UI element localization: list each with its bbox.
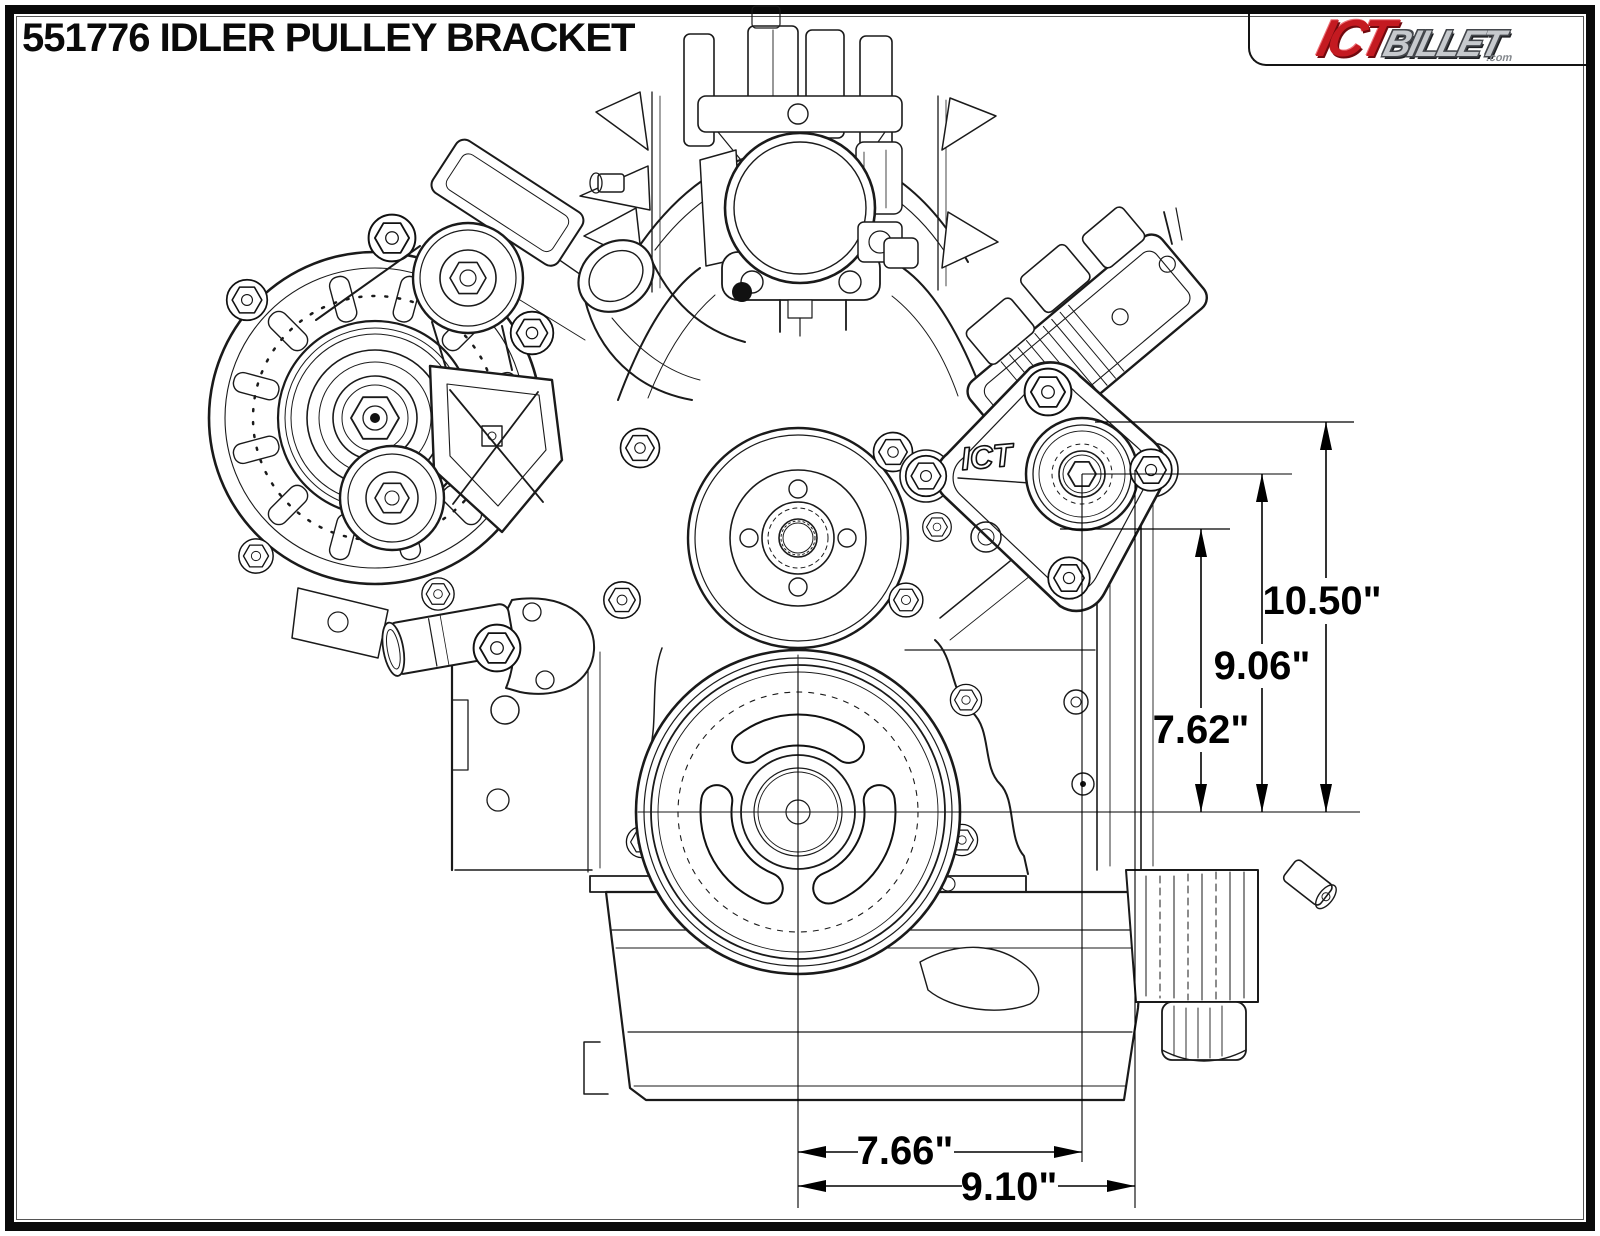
belt-tensioner xyxy=(315,221,564,552)
fan-blade xyxy=(595,91,649,151)
fan-shaft xyxy=(589,172,603,194)
ignition-coil xyxy=(1081,206,1146,269)
ignition-coil xyxy=(1019,243,1091,314)
throttle-bore xyxy=(723,131,877,285)
belt-run xyxy=(315,245,421,321)
dim-label-10-50: 10.50" xyxy=(1262,579,1381,623)
dimension-annotations: 10.50" 9.06" 7.62" 7.66" 9.10" xyxy=(797,421,1382,1209)
dim-label-7-62: 7.62" xyxy=(1153,708,1250,752)
coolant-pipe xyxy=(577,239,746,401)
title-block-logo-cell: ICT BILLET .com xyxy=(1248,10,1586,68)
dim-label-9-10: 9.10" xyxy=(961,1165,1058,1209)
fan-blade xyxy=(941,97,997,151)
idler-pulley-bracket: ICT xyxy=(899,361,1179,613)
oil-filter-housing xyxy=(1125,869,1259,1003)
water-inlet-housing xyxy=(381,597,596,695)
water-pump-pulley xyxy=(686,426,910,654)
oil-filter xyxy=(1161,1001,1247,1061)
throttle-body xyxy=(699,131,919,337)
ignition-coil xyxy=(965,297,1036,366)
page-title: 551776 IDLER PULLEY BRACKET xyxy=(22,16,635,60)
cooling-fan xyxy=(579,91,999,293)
bracket-engraving: ICT xyxy=(959,436,1016,477)
manifold-bracket xyxy=(697,95,903,133)
dim-label-9-06: 9.06" xyxy=(1214,644,1311,688)
fan-blade xyxy=(941,211,999,269)
dim-label-7-66: 7.66" xyxy=(857,1129,954,1173)
fitting xyxy=(1282,859,1337,910)
